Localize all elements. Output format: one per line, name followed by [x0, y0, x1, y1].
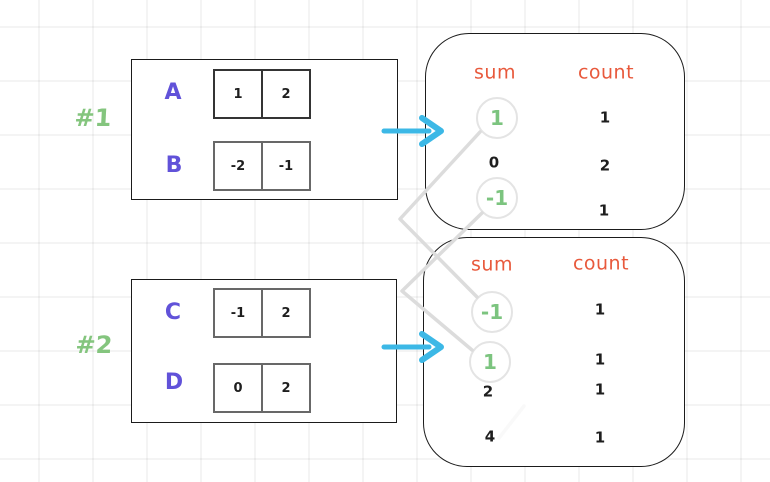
cell-value: 2 — [261, 69, 311, 119]
cell-pair-b: -2 -1 — [213, 141, 311, 191]
cell-value: -1 — [261, 141, 311, 191]
count-value: 1 — [594, 380, 606, 399]
column-header-count: count — [577, 61, 635, 84]
highlight-circle: -1 — [476, 177, 518, 219]
count-value: 2 — [599, 156, 611, 175]
row-label-c: C — [164, 300, 182, 325]
count-value: 1 — [594, 300, 606, 319]
cell-value: -2 — [213, 141, 263, 191]
cell-value: 2 — [261, 288, 311, 338]
row-label-d: D — [164, 370, 184, 395]
count-value: 1 — [594, 350, 606, 369]
group-1-label: #1 — [73, 104, 113, 132]
column-header-count: count — [572, 252, 630, 275]
cell-value: 0 — [213, 363, 263, 413]
cell-value: -1 — [213, 288, 263, 338]
highlight-circle: 1 — [476, 97, 518, 139]
cell-value: 1 — [213, 69, 263, 119]
count-value: 1 — [598, 201, 610, 220]
column-header-sum: sum — [474, 61, 516, 84]
count-value: 1 — [599, 108, 611, 127]
row-label-b: B — [165, 153, 183, 178]
highlight-circle: 1 — [469, 341, 511, 383]
result-table-2 — [423, 237, 685, 467]
sum-value: 4 — [484, 427, 496, 446]
result-table-1 — [425, 33, 685, 230]
sum-value: 2 — [482, 382, 494, 401]
cell-pair-d: 0 2 — [213, 363, 311, 413]
cell-value: 2 — [261, 363, 311, 413]
sum-value: 0 — [488, 153, 500, 172]
cell-pair-c: -1 2 — [213, 288, 311, 338]
group-2-label: #2 — [74, 331, 114, 359]
column-header-sum: sum — [471, 253, 513, 276]
count-value: 1 — [594, 428, 606, 447]
cell-pair-a: 1 2 — [213, 69, 311, 119]
row-label-a: A — [164, 80, 182, 105]
highlight-circle: -1 — [471, 291, 513, 333]
